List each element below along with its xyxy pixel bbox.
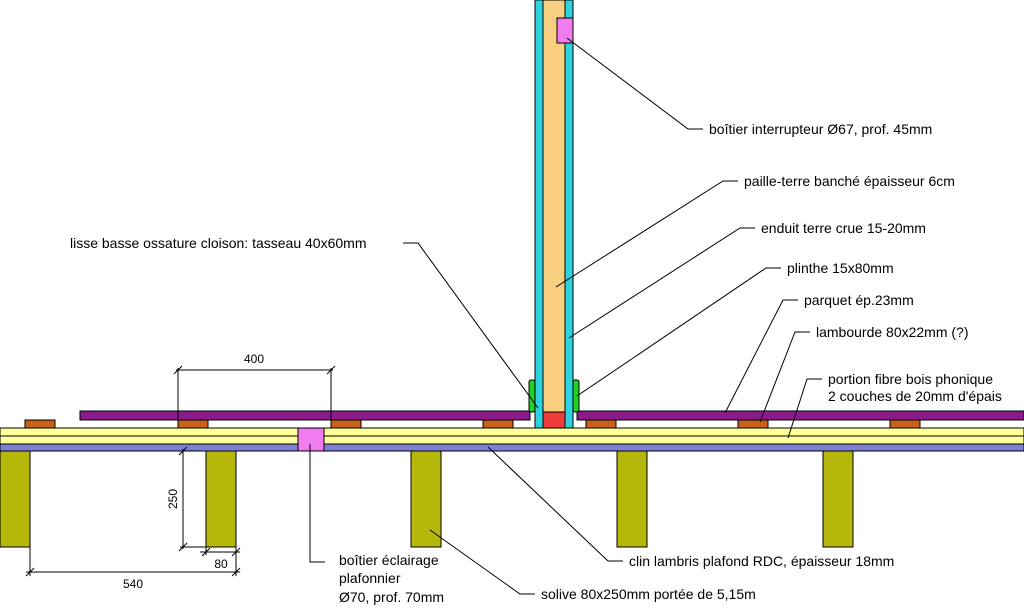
dimension-label-540: 540 bbox=[123, 577, 143, 591]
sole-plate bbox=[542, 411, 566, 429]
label-batten: lambourde 80x22mm (?) bbox=[816, 324, 969, 340]
label-clay-render: enduit terre crue 15-20mm bbox=[761, 220, 926, 236]
label-sole-plate: lisse basse ossature cloison: tasseau 40… bbox=[70, 235, 366, 251]
fibre-layer-upper bbox=[0, 427, 1024, 437]
switch-box bbox=[556, 17, 574, 44]
label-light-box-line2: plafonnier bbox=[339, 570, 401, 586]
light-box bbox=[297, 427, 325, 452]
skirting-right bbox=[572, 379, 580, 413]
dimension-batten-spacing: 400 bbox=[173, 352, 336, 420]
label-straw-earth: paille-terre banché épaisseur 6cm bbox=[744, 173, 955, 189]
label-fibre-line2: 2 couches de 20mm d'épais bbox=[828, 388, 1002, 404]
label-light-box-line3: Ø70, prof. 70mm bbox=[339, 589, 444, 605]
batten bbox=[330, 419, 362, 429]
battens bbox=[24, 419, 921, 429]
labels: boîtier interrupteur Ø67, prof. 45mm pai… bbox=[70, 121, 1002, 605]
joist bbox=[616, 450, 648, 548]
label-skirting: plinthe 15x80mm bbox=[787, 260, 894, 276]
label-switch-box: boîtier interrupteur Ø67, prof. 45mm bbox=[709, 121, 932, 137]
ceiling-cladding bbox=[0, 443, 1024, 452]
label-ceiling-cladding: clin lambris plafond RDC, épaisseur 18mm bbox=[629, 553, 894, 569]
parquet-right bbox=[576, 410, 1024, 421]
batten bbox=[889, 419, 921, 429]
fibre-layer-lower bbox=[0, 435, 1024, 445]
batten bbox=[177, 419, 209, 429]
label-light-box-line1: boîtier éclairage bbox=[339, 552, 439, 568]
render-left bbox=[534, 0, 544, 429]
batten bbox=[585, 419, 617, 429]
label-fibre-line1: portion fibre bois phonique bbox=[828, 371, 993, 387]
skirting-left bbox=[528, 379, 536, 413]
label-joist: solive 80x250mm portée de 5,15m bbox=[541, 586, 756, 602]
dimension-joist-height: 250 bbox=[166, 446, 206, 552]
dimension-label-80: 80 bbox=[214, 557, 228, 571]
render-right bbox=[564, 0, 574, 429]
straw-earth-core bbox=[542, 0, 566, 419]
dimension-label-250: 250 bbox=[166, 489, 180, 509]
joist bbox=[205, 450, 237, 548]
dimension-label-400: 400 bbox=[244, 352, 264, 366]
partition-wall bbox=[528, 0, 580, 429]
leader-lines bbox=[309, 37, 822, 595]
joist bbox=[410, 450, 442, 548]
joist bbox=[0, 450, 31, 548]
batten bbox=[482, 419, 514, 429]
dimension-joist-spacing: 540 bbox=[25, 547, 241, 591]
joists bbox=[0, 450, 854, 548]
batten bbox=[737, 419, 769, 429]
parquet-left bbox=[79, 410, 531, 421]
joist bbox=[822, 450, 854, 548]
batten bbox=[24, 419, 56, 429]
label-parquet: parquet ép.23mm bbox=[804, 292, 914, 308]
dimension-joist-width: 80 bbox=[200, 547, 241, 571]
